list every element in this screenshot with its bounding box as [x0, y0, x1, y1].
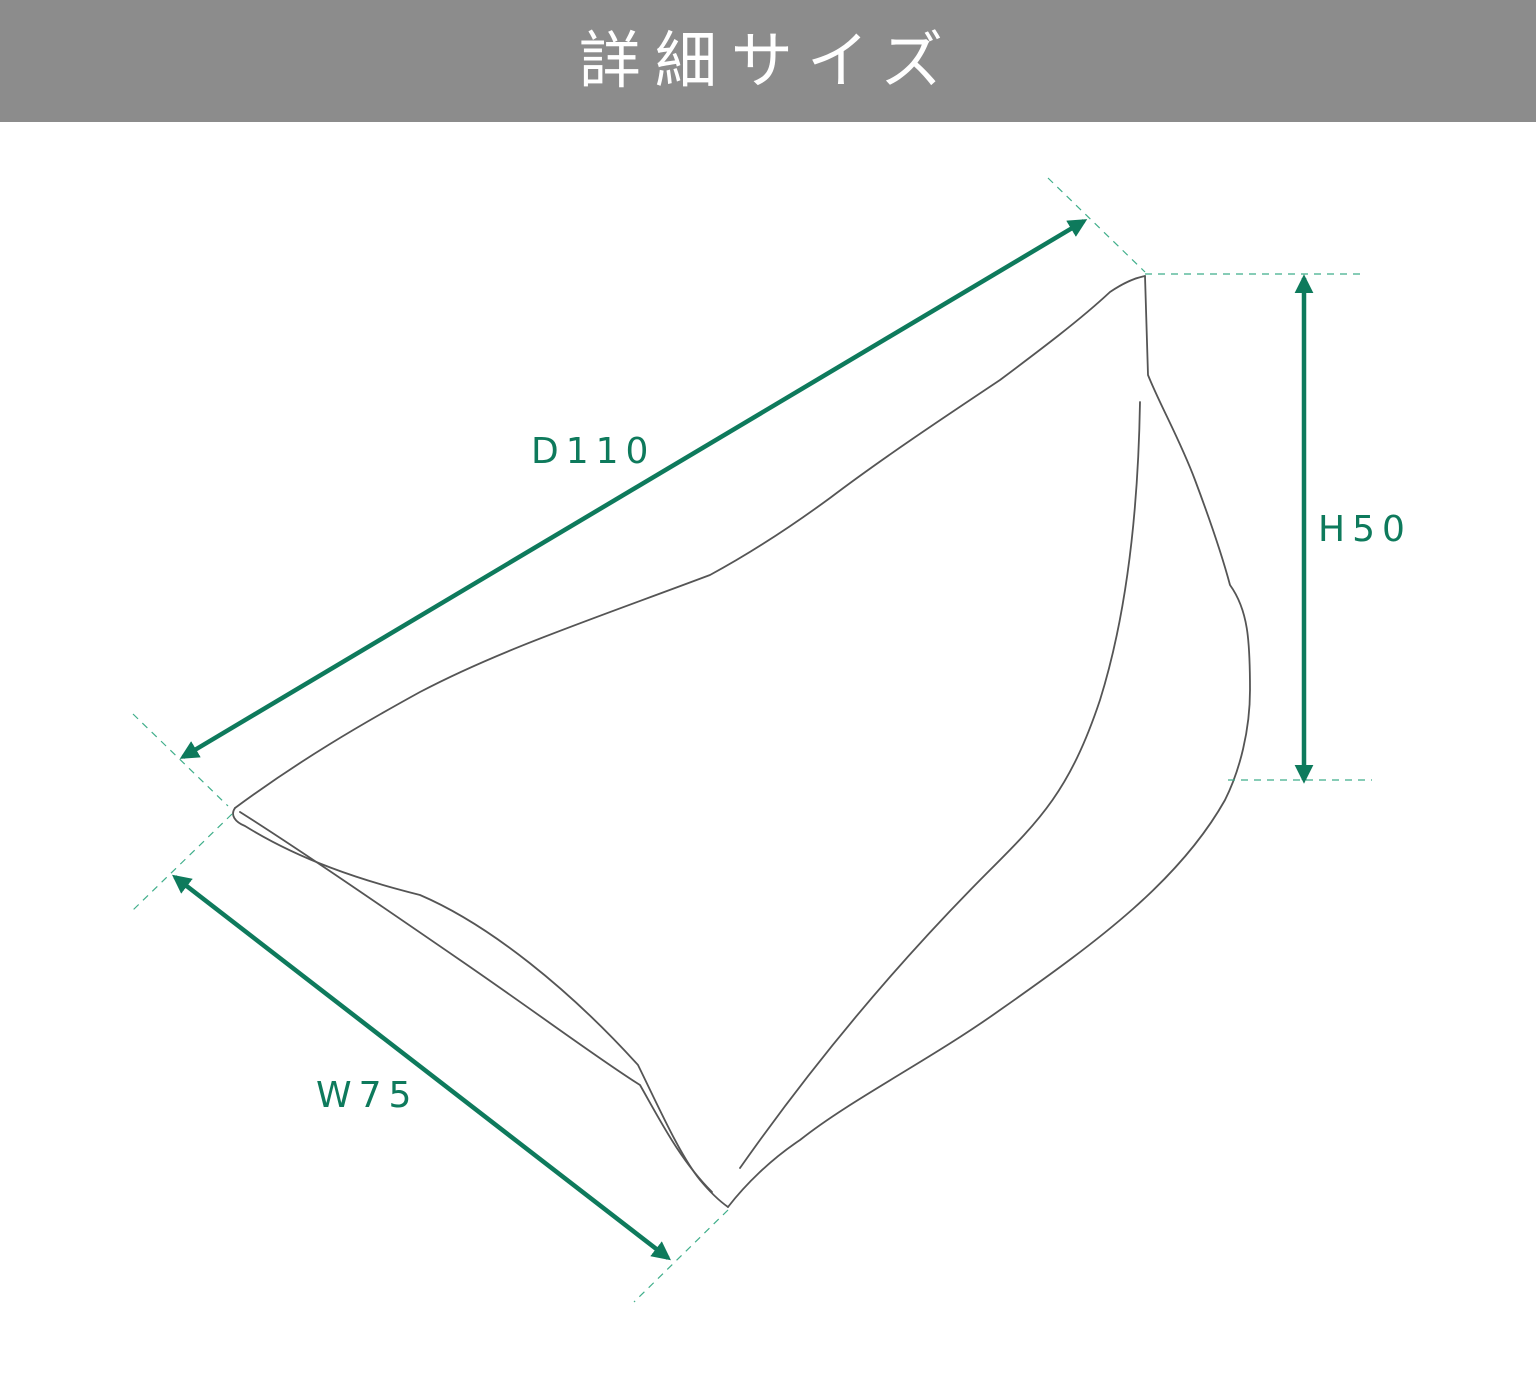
- beanbag-outline: [232, 275, 1251, 1208]
- guide-d-bottom: [132, 713, 229, 807]
- page-title: 詳細サイズ: [578, 24, 958, 97]
- header-bar: 詳細サイズ: [0, 0, 1536, 122]
- height-label: H50: [1318, 509, 1412, 550]
- outline-top-edge: [234, 275, 1146, 809]
- depth-label: D110: [531, 431, 655, 472]
- guide-w-right: [633, 1209, 729, 1303]
- dimension-arrows: [172, 219, 1314, 1261]
- outline-inner-fold: [739, 401, 1141, 1169]
- outline-right-edge: [727, 275, 1251, 1208]
- width-arrow: [172, 874, 671, 1261]
- guide-d-top: [1047, 177, 1146, 273]
- outline-bottom-inner: [239, 811, 713, 1193]
- guide-w-left: [132, 813, 233, 911]
- depth-arrow: [179, 219, 1088, 759]
- outline-bottom-edge: [232, 807, 729, 1208]
- width-label: W75: [316, 1075, 418, 1116]
- guide-lines: [132, 177, 1372, 1303]
